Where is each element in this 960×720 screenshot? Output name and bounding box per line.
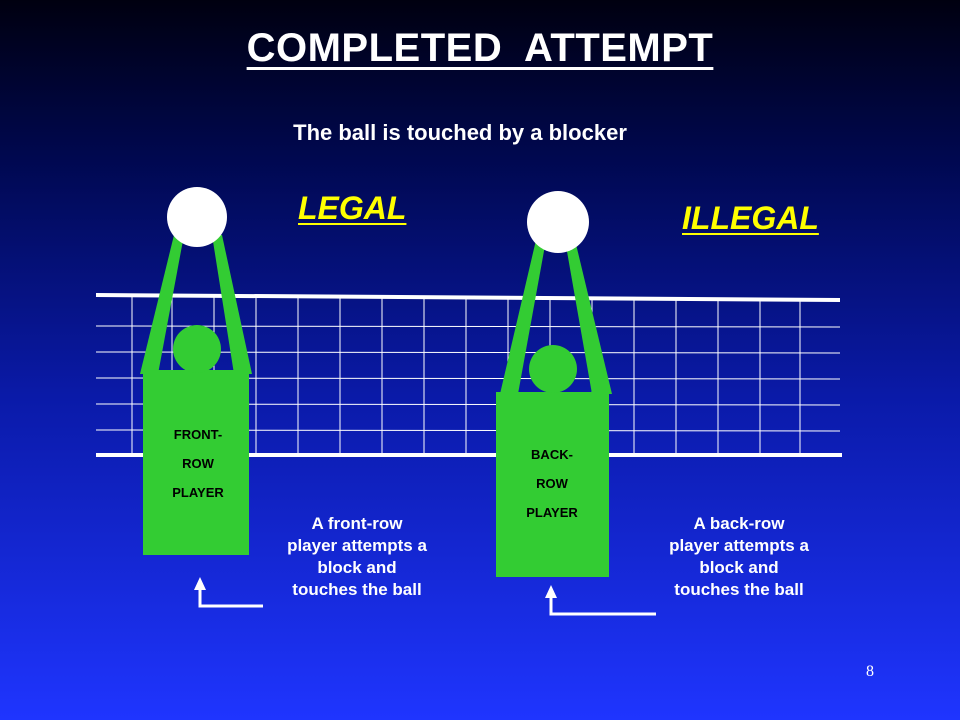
slide-subtitle: The ball is touched by a blocker: [293, 120, 627, 145]
back-player-body: [496, 392, 609, 577]
back-label-line2: ROW: [536, 476, 568, 491]
slide-title: COMPLETED ATTEMPT: [246, 26, 714, 70]
back-arrowhead: [545, 585, 557, 598]
legal-label: LEGAL: [298, 190, 407, 226]
front-label-line2: ROW: [182, 456, 214, 471]
front-player-label: FRONT- ROW PLAYER: [143, 420, 253, 507]
back-pointer-arrow: [545, 585, 656, 616]
front-pointer-arrow: [194, 577, 263, 608]
illegal-label: ILLEGAL: [682, 200, 819, 236]
front-row-player: [140, 235, 252, 555]
back-player-head: [529, 345, 577, 393]
back-player-right-arm: [565, 240, 612, 394]
back-row-player: [496, 240, 612, 577]
front-label-line3: PLAYER: [172, 485, 224, 500]
back-row-caption: A back-row player attempts a block and t…: [669, 514, 809, 599]
front-arrowhead: [194, 577, 206, 590]
back-ball: [527, 191, 589, 253]
back-label-line1: BACK-: [531, 447, 573, 462]
front-player-right-arm: [212, 235, 252, 374]
front-player-left-arm: [140, 235, 184, 374]
front-label-line1: FRONT-: [173, 427, 223, 442]
front-row-caption: A front-row player attempts a block and …: [287, 514, 427, 599]
front-player-body: [143, 370, 249, 555]
back-label-line3: PLAYER: [526, 505, 578, 520]
front-ball: [167, 187, 227, 247]
slide-number: 8: [866, 663, 874, 680]
back-player-left-arm: [500, 240, 546, 394]
front-player-head: [173, 325, 221, 373]
back-player-label: BACK- ROW PLAYER: [497, 440, 607, 527]
net-top-band: [95, 293, 841, 302]
